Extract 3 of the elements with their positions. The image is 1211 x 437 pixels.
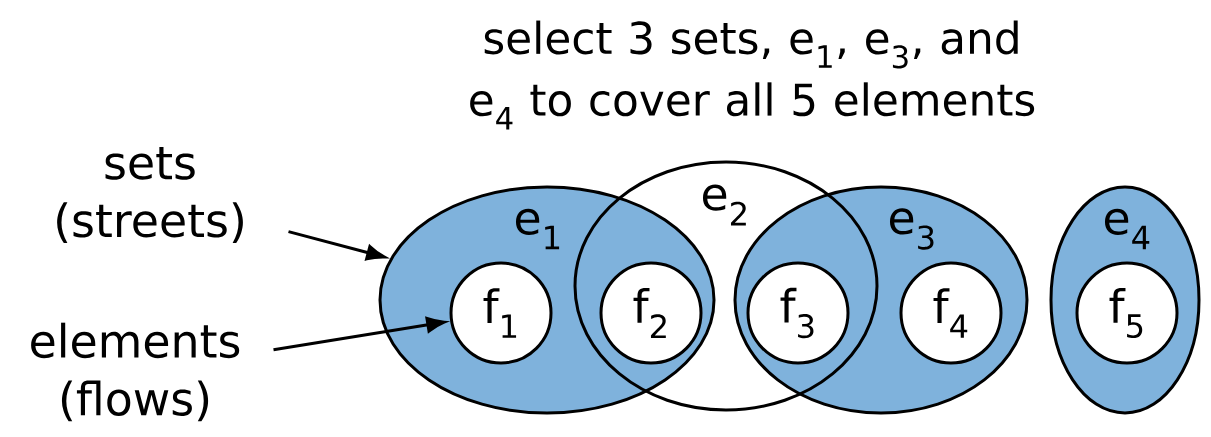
annotation-text: elements (flows) [31,322,240,422]
title-text: select 3 sets, e$_{1}$, e$_{3}$, and e$_{4}$ to cover all 5 elements [470,20,1035,130]
annotation-text: sets (streets) [57,147,243,243]
